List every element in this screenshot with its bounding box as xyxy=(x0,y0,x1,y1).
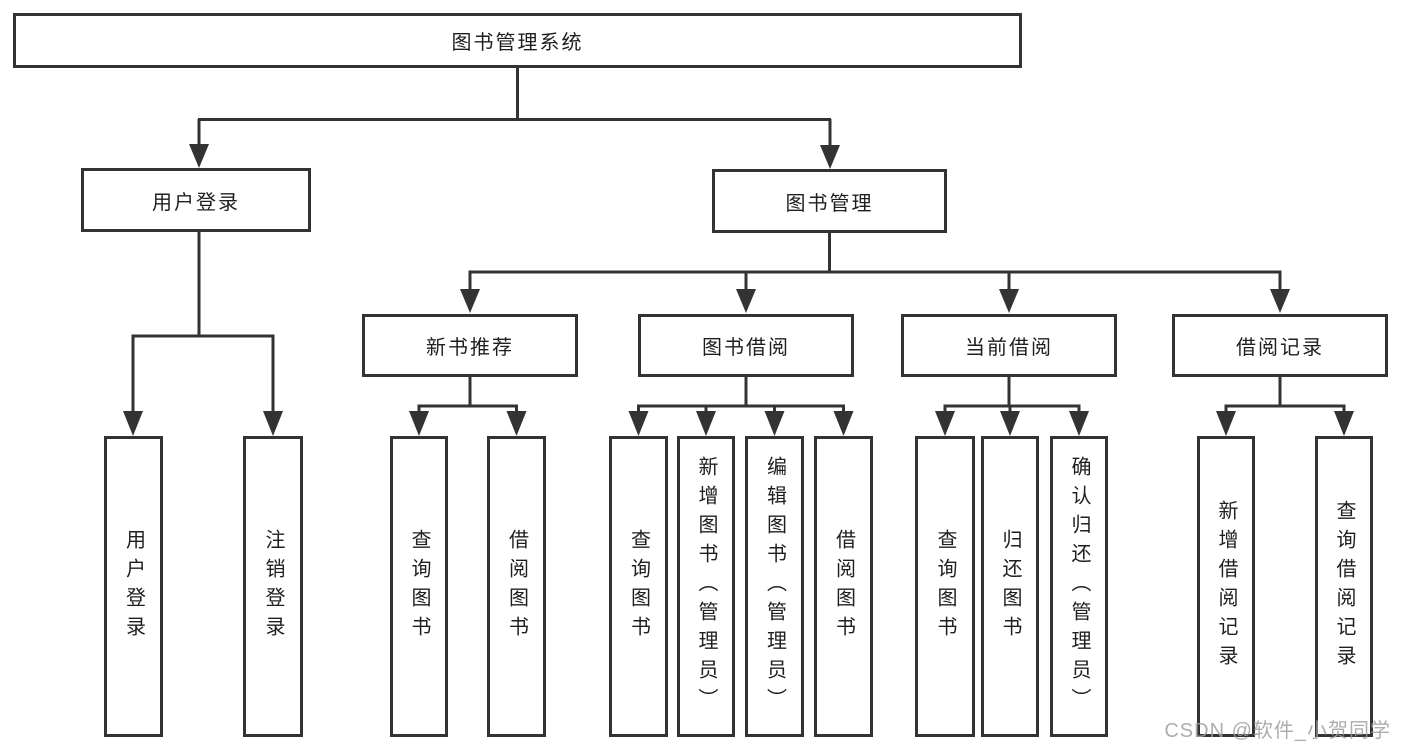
node-query-books-current: 查询图书 xyxy=(915,436,975,737)
node-current-borrow-label: 当前借阅 xyxy=(965,337,1053,359)
connector-new-book xyxy=(417,377,518,412)
node-query-borrow-record-label: 查询借阅记录 xyxy=(1333,499,1355,674)
node-borrow-records-label: 借阅记录 xyxy=(1236,337,1324,359)
arrowheads-new-book xyxy=(409,411,527,436)
node-confirm-return-admin-label: 确认归还（管理员） xyxy=(1068,456,1090,717)
node-borrow-books-recommend-label: 借阅图书 xyxy=(505,528,528,645)
arrowheads-current-borrow xyxy=(935,411,1089,436)
node-add-books-admin: 新增图书（管理员） xyxy=(677,436,735,737)
node-add-borrow-record-label: 新增借阅记录 xyxy=(1215,499,1237,674)
node-borrow-books-recommend: 借阅图书 xyxy=(487,436,546,737)
node-return-books-label: 归还图书 xyxy=(999,528,1021,645)
node-query-borrow-record: 查询借阅记录 xyxy=(1315,436,1373,737)
node-add-books-admin-label: 新增图书（管理员） xyxy=(695,456,717,717)
node-query-books-current-label: 查询图书 xyxy=(934,528,956,645)
arrowheads-book-management xyxy=(460,289,1290,313)
node-query-books-borrow: 查询图书 xyxy=(609,436,668,737)
node-new-book-recommend-label: 新书推荐 xyxy=(426,337,514,359)
connector-current-borrow xyxy=(943,377,1081,412)
csdn-watermark: CSDN @软件_小贺同学 xyxy=(1164,720,1391,742)
node-add-borrow-record: 新增借阅记录 xyxy=(1197,436,1255,737)
arrowheads-book-borrow xyxy=(628,411,854,436)
connector-borrow-records xyxy=(1224,377,1346,412)
node-borrow-books: 借阅图书 xyxy=(814,436,873,737)
node-new-book-recommend: 新书推荐 xyxy=(362,314,578,377)
node-book-management-label: 图书管理 xyxy=(785,192,874,215)
node-book-borrow: 图书借阅 xyxy=(638,314,854,377)
node-query-books-recommend-label: 查询图书 xyxy=(408,528,430,645)
node-borrow-records: 借阅记录 xyxy=(1172,314,1388,377)
node-borrow-books-label: 借阅图书 xyxy=(832,528,855,645)
node-logout-label: 注销登录 xyxy=(262,528,284,645)
node-confirm-return-admin: 确认归还（管理员） xyxy=(1050,436,1108,737)
node-book-management: 图书管理 xyxy=(712,169,947,233)
node-book-borrow-label: 图书借阅 xyxy=(702,337,790,359)
node-current-borrow: 当前借阅 xyxy=(901,314,1117,377)
connector-root xyxy=(197,68,832,147)
node-edit-books-admin-label: 编辑图书（管理员） xyxy=(763,456,786,717)
node-user-login-label: 用户登录 xyxy=(152,191,240,214)
node-user-login-leaf: 用户登录 xyxy=(104,436,163,737)
connector-book-borrow xyxy=(637,377,845,412)
node-query-books-borrow-label: 查询图书 xyxy=(627,528,650,645)
node-return-books: 归还图书 xyxy=(981,436,1039,737)
node-logout: 注销登录 xyxy=(243,436,303,737)
arrowheads-user-login xyxy=(123,411,283,436)
connector-user-login xyxy=(131,232,275,413)
node-user-login: 用户登录 xyxy=(81,168,311,232)
node-root-label: 图书管理系统 xyxy=(451,32,584,54)
arrowheads-borrow-records xyxy=(1216,411,1354,436)
arrowheads-root xyxy=(189,144,840,169)
node-root: 图书管理系统 xyxy=(13,13,1022,68)
node-query-books-recommend: 查询图书 xyxy=(390,436,448,737)
connector-book-management xyxy=(468,233,1282,291)
node-user-login-leaf-label: 用户登录 xyxy=(122,528,145,645)
node-edit-books-admin: 编辑图书（管理员） xyxy=(745,436,804,737)
